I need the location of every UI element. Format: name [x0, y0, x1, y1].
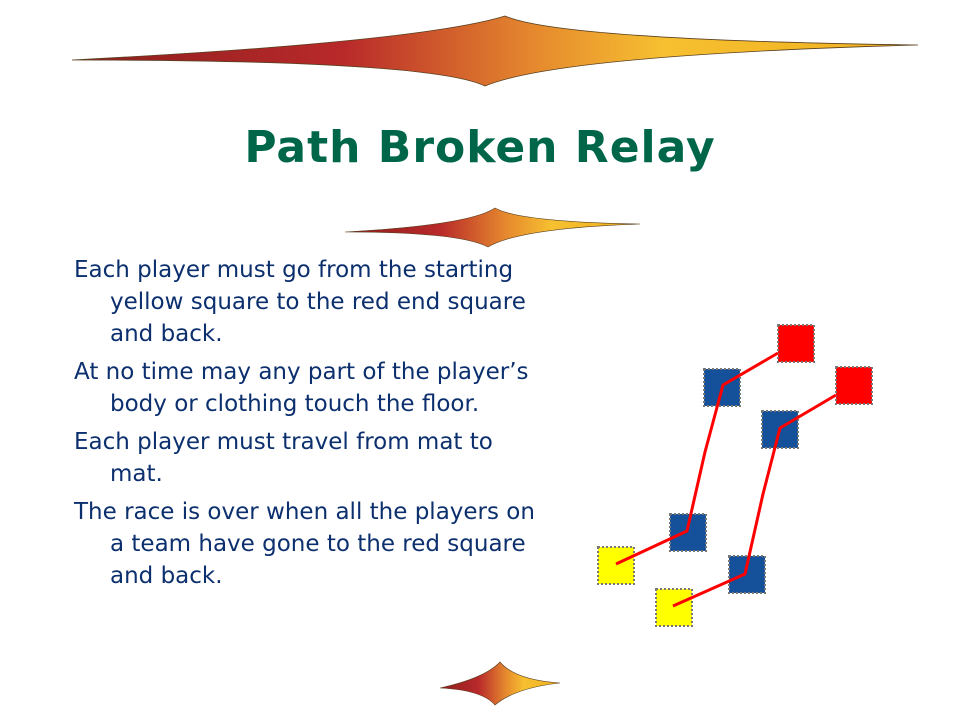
bullet-item: Each player must travel from mat to mat.: [74, 426, 594, 490]
bullet-line: mat.: [110, 461, 163, 487]
relay-path-line: [615, 351, 779, 566]
bullet-line: The race is over when all the players on: [74, 499, 535, 525]
bullet-line: a team have gone to the red square: [110, 531, 526, 557]
bullet-list: Each player must go from the starting yel…: [74, 254, 594, 598]
bullet-item: The race is over when all the players on…: [74, 496, 594, 592]
bullet-line: Each player must travel from mat to: [74, 429, 493, 455]
start-mat: [597, 546, 635, 585]
bullet-item: Each player must go from the starting yel…: [74, 254, 594, 350]
bullet-line: Each player must go from the starting: [74, 257, 514, 283]
bullet-item: At no time may any part of the player’s b…: [74, 356, 594, 420]
end-mat: [777, 324, 815, 363]
relay-path-line: [672, 393, 837, 608]
ornament-top: [71, 15, 919, 87]
bullet-line: body or clothing touch the floor.: [110, 391, 480, 417]
ornament-bottom: [439, 661, 561, 706]
bullet-line: and back.: [110, 563, 223, 589]
middle-mat: [703, 368, 741, 407]
end-mat: [835, 366, 873, 405]
slide-title: Path Broken Relay: [244, 122, 716, 173]
ornament-middle: [344, 207, 641, 248]
bullet-line: At no time may any part of the player’s: [74, 359, 529, 385]
bullet-line: and back.: [110, 321, 223, 347]
middle-mat: [669, 513, 707, 552]
start-mat: [655, 588, 693, 627]
bullet-line: yellow square to the red end square: [110, 289, 526, 315]
